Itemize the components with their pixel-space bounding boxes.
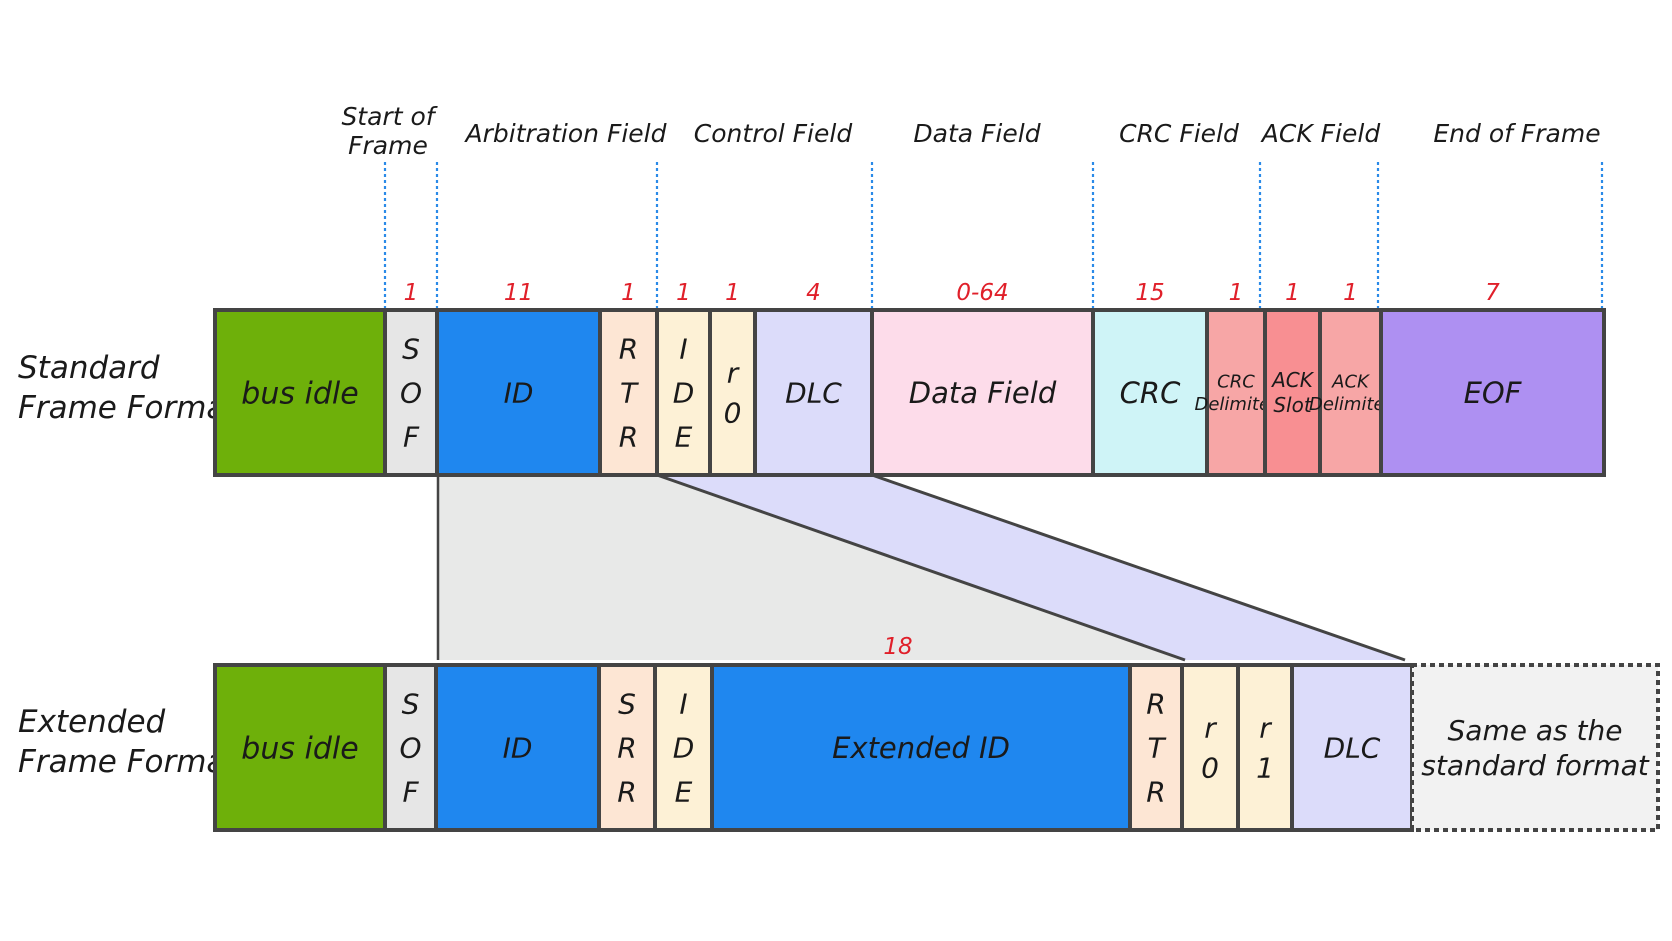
bits-rtr: 1 (621, 280, 636, 306)
bits-ack-delimiter: 1 (1343, 280, 1358, 306)
bits-ide: 1 (676, 280, 691, 306)
standard-data-field-field (870, 308, 1095, 477)
standard-id-label: ID (504, 377, 534, 410)
extended-id-bit-count: 18 (883, 634, 912, 660)
bits-data-field: 0-64 (956, 280, 1008, 306)
extended-id-label: ID (503, 732, 533, 765)
extended-r1-field (1236, 663, 1294, 832)
standard-bus-idle-label: bus idle (241, 376, 358, 411)
extended-ide-field (653, 663, 714, 832)
bits-id: 11 (504, 280, 533, 306)
standard-crc-delimiter-field (1205, 308, 1267, 477)
extended-same-as-standard-field (1410, 663, 1660, 832)
standard-sof-field (383, 308, 439, 477)
extended-extended-id-field (710, 663, 1132, 832)
standard-bus-idle-field (213, 308, 387, 477)
bits-sof: 1 (404, 280, 419, 306)
control-expansion-right-edge (871, 473, 1406, 662)
arbitration-expansion-band (438, 475, 1185, 660)
bits-crc-delimiter: 1 (1229, 280, 1244, 306)
bits-eof: 7 (1485, 280, 1500, 306)
standard-eof-field (1379, 308, 1606, 477)
extended-extended-id-label: Extended ID (832, 731, 1010, 765)
group-header-arbitration: Arbitration Field (464, 119, 667, 148)
extended-rtr-field (1128, 663, 1184, 832)
standard-ack-delimiter-field (1318, 308, 1383, 477)
bits-ack-slot: 1 (1285, 280, 1300, 306)
group-header-control: Control Field (694, 119, 853, 148)
standard-dlc-label: DLC (785, 377, 842, 410)
control-expansion-band (657, 475, 1405, 660)
standard-rtr-field (598, 308, 659, 477)
standard-ack-slot-field (1263, 308, 1322, 477)
group-header-eof: End of Frame (1433, 119, 1600, 148)
extended-bus-idle-label: bus idle (241, 731, 358, 766)
standard-eof-label: EOF (1464, 376, 1523, 410)
extended-id-field (434, 663, 601, 832)
standard-data-field-label: Data Field (909, 376, 1057, 410)
group-header-ack: ACK Field (1260, 119, 1381, 148)
standard-crc-field (1091, 308, 1209, 477)
standard-dlc-field (753, 308, 874, 477)
extended-srr-field (597, 663, 657, 832)
standard-id-field (435, 308, 602, 477)
standard-crc-label: CRC (1120, 376, 1181, 410)
extended-r0-field (1180, 663, 1240, 832)
arbitration-expansion-right-edge (656, 473, 1186, 662)
group-header-data: Data Field (913, 119, 1040, 148)
bits-crc: 15 (1135, 280, 1164, 306)
bits-r0: 1 (725, 280, 740, 306)
standard-r0-field (708, 308, 757, 477)
group-header-crc: CRC Field (1119, 119, 1239, 148)
bits-dlc: 4 (806, 280, 821, 306)
extended-bus-idle-field (213, 663, 387, 832)
extended-dlc-field (1290, 663, 1414, 832)
extended-dlc-label: DLC (1324, 732, 1381, 765)
